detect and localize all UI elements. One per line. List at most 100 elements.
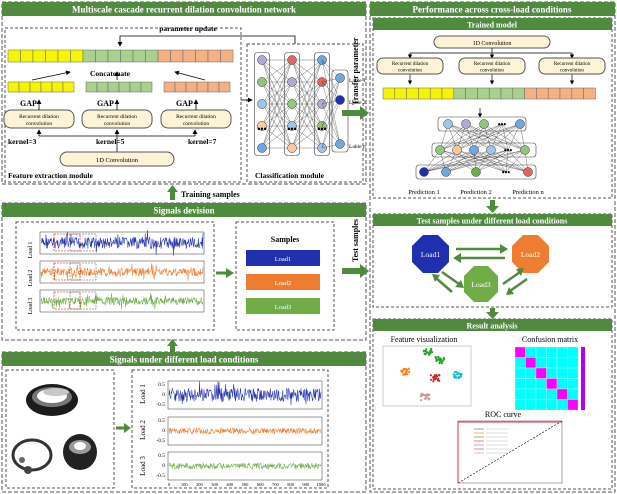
- confusion-diag-cell: [556, 388, 568, 400]
- svg-text:Load2: Load2: [521, 250, 540, 259]
- trained-cell: [512, 87, 525, 100]
- x-tick-label: 200: [196, 482, 204, 487]
- confusion-cell: [525, 346, 537, 358]
- ellipsis-dots: •••: [317, 124, 326, 134]
- trained-cell: [465, 87, 478, 100]
- net-edge: [261, 103, 293, 149]
- rdc-box-3: Recurrent dilation convolution: [160, 109, 232, 129]
- test-load1: Load1: [412, 235, 449, 273]
- concat-cell: [45, 49, 59, 63]
- net-edge: [483, 123, 509, 151]
- confusion-cell: [514, 378, 526, 390]
- kernel-label-3: kernel=7: [188, 137, 217, 146]
- roc-diagonal: [457, 420, 563, 484]
- trained-cell: [441, 87, 455, 100]
- division-signals: [39, 230, 205, 313]
- ellipsis-dots: •••: [504, 146, 513, 155]
- scatter-point: [439, 360, 442, 363]
- svg-text:Recurrent dilation: Recurrent dilation: [176, 114, 216, 120]
- concat-cell: [157, 49, 171, 63]
- prediction-2: Prediction 2: [460, 189, 492, 196]
- net-node: [486, 145, 496, 155]
- svg-text:Test samples: Test samples: [351, 219, 360, 262]
- signal-trace: [168, 381, 322, 406]
- trained-cell: [559, 87, 573, 100]
- x-tick-label: 900: [302, 482, 310, 487]
- scatter-point: [437, 377, 440, 380]
- net-node: [287, 55, 297, 65]
- confusion-cell: [556, 367, 568, 379]
- layer-box: [437, 116, 527, 132]
- gap-cell: [185, 81, 198, 93]
- ellipsis-dots: •••: [257, 124, 266, 134]
- concat-cell: [107, 49, 121, 63]
- trained-cell: [536, 87, 549, 100]
- scatter-point: [423, 350, 426, 353]
- net-edge: [321, 59, 341, 145]
- concat-cell: [220, 49, 234, 63]
- confusion-cell: [535, 357, 547, 369]
- y-tick-label: 0.5: [158, 453, 165, 459]
- division-load-3: Load 3: [28, 298, 34, 315]
- scatter-point: [427, 398, 430, 401]
- network-panel-title: Multiscale cascade recurrent dilation co…: [72, 5, 296, 15]
- roc-title: ROC curve: [485, 410, 522, 419]
- bearing-ring-photo: [26, 384, 78, 416]
- kernel-label-2: kernel=5: [96, 137, 125, 146]
- net-edge: [291, 59, 323, 105]
- confusion-cell: [556, 357, 568, 369]
- trained-cell: [453, 87, 466, 100]
- gap-cell: [218, 81, 231, 93]
- concat-cell: [132, 49, 146, 63]
- confusion-cell: [535, 388, 547, 400]
- confusion-cell: [525, 399, 537, 411]
- net-edge: [483, 123, 526, 151]
- conv1d-box: 1D Convolution: [59, 151, 175, 167]
- gap-cell: [196, 81, 209, 93]
- gap-cell: [40, 81, 53, 93]
- confusion-cell: [535, 346, 547, 358]
- signal-trace: [40, 263, 204, 281]
- net-node: [515, 119, 525, 129]
- net-edge: [501, 123, 509, 151]
- svg-text:Load1: Load1: [275, 256, 292, 263]
- net-edge: [291, 59, 323, 83]
- scatter-point: [440, 358, 443, 361]
- confusion-cell: [567, 378, 579, 390]
- signal-trace: [168, 462, 322, 470]
- net-edge: [447, 123, 475, 151]
- confusion-cell: [556, 399, 568, 411]
- net-node: [287, 143, 297, 153]
- signal-trace: [40, 292, 204, 310]
- scatter-point: [429, 351, 432, 355]
- y-tick-label: -0.5: [156, 473, 165, 479]
- x-tick-label: 300: [211, 482, 219, 487]
- scatter-point: [405, 372, 408, 375]
- roc-curve: [457, 421, 562, 483]
- scatter-point: [453, 375, 456, 378]
- concat-cell: [195, 49, 209, 63]
- sample-window: [53, 233, 81, 252]
- scatter-point: [423, 352, 426, 356]
- confusion-cell: [514, 388, 526, 400]
- net-edge: [321, 103, 341, 145]
- svg-text:Transfer parameter: Transfer parameter: [351, 37, 360, 105]
- rdc-box-2: Recurrent dilation convolution: [81, 109, 153, 129]
- x-tick-label: 0: [168, 482, 171, 487]
- scatter-point: [437, 355, 440, 359]
- net-node: [469, 145, 479, 155]
- net-edge: [447, 123, 526, 151]
- sample-window: [69, 262, 97, 281]
- x-tick-label: 400: [226, 482, 234, 487]
- scatter-point: [430, 350, 433, 353]
- trained-model-title: Trained model: [467, 21, 518, 30]
- confusion-cell: [525, 378, 537, 390]
- confusion-cell: [514, 367, 526, 379]
- roc-plot: [457, 420, 563, 484]
- net-edge: [490, 123, 521, 151]
- gap-label-1: GAP: [20, 99, 37, 108]
- x-tick-label: 100: [181, 482, 189, 487]
- param-update-label: parameter update: [159, 24, 217, 33]
- gap-cell: [207, 81, 220, 93]
